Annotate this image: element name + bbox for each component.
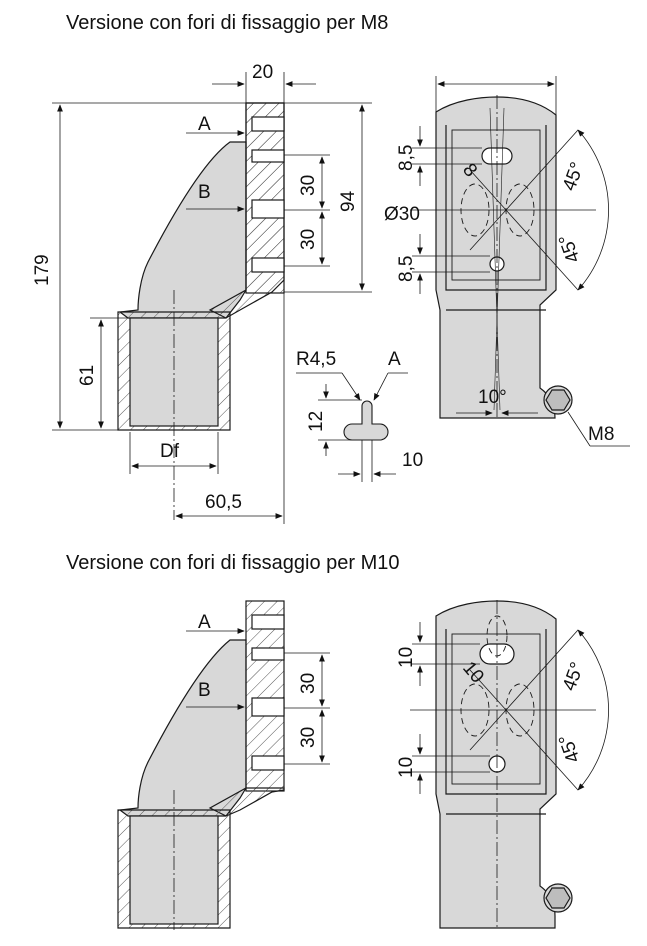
m8-dim-60-5: 60,5 xyxy=(205,492,242,513)
m10-dim-10b: 10 xyxy=(396,757,417,778)
m8-label-m8: M8 xyxy=(588,424,614,445)
m8-dim-8-5a: 8,5 xyxy=(396,145,417,171)
m10-label-a: A xyxy=(198,612,211,633)
detail-dim-10: 10 xyxy=(402,450,423,471)
detail-a xyxy=(343,400,389,441)
m10-side-dimensions xyxy=(186,628,330,765)
m10-angle-45a: 45° xyxy=(559,660,589,694)
m8-dim-61: 61 xyxy=(77,365,98,386)
m8-dim-179: 179 xyxy=(32,254,53,286)
m8-dim-30b: 30 xyxy=(298,229,319,250)
m10-angle-45b: 45° xyxy=(555,731,585,765)
heading-m8: Versione con fori di fissaggio per M8 xyxy=(66,12,389,34)
m10-label-b: B xyxy=(198,680,211,701)
m8-front-view xyxy=(435,95,573,420)
m8-dim-30a: 30 xyxy=(298,175,319,196)
m8-side-view xyxy=(117,102,285,520)
m10-dim-30b: 30 xyxy=(298,727,319,748)
m8-label-b: B xyxy=(198,182,211,203)
m8-angle-45a: 45° xyxy=(559,160,589,194)
detail-dim-r4-5: R4,5 xyxy=(296,349,336,370)
m10-side-view xyxy=(117,600,285,930)
m8-side-dimensions xyxy=(52,72,372,524)
detail-a-dimensions xyxy=(296,372,408,482)
m8-label-a: A xyxy=(198,114,211,135)
m10-dim-10a: 10 xyxy=(396,647,417,668)
detail-label-a: A xyxy=(388,349,401,370)
m8-dim-94: 94 xyxy=(338,190,359,212)
m8-angle-45b: 45° xyxy=(555,231,585,265)
m10-front-view xyxy=(435,600,573,930)
m8-dim-8-5b: 8,5 xyxy=(396,256,417,282)
detail-dim-12: 12 xyxy=(306,411,327,432)
m8-dim-df: Df xyxy=(160,441,180,462)
m8-dim-d30: Ø30 xyxy=(384,204,420,225)
m8-front-dimensions xyxy=(410,76,630,447)
m10-front-dimensions xyxy=(410,622,609,794)
m8-dim-20: 20 xyxy=(252,62,273,83)
heading-m10: Versione con fori di fissaggio per M10 xyxy=(66,552,400,574)
m10-dim-30a: 30 xyxy=(298,673,319,694)
m8-angle-10: 10° xyxy=(478,387,507,408)
